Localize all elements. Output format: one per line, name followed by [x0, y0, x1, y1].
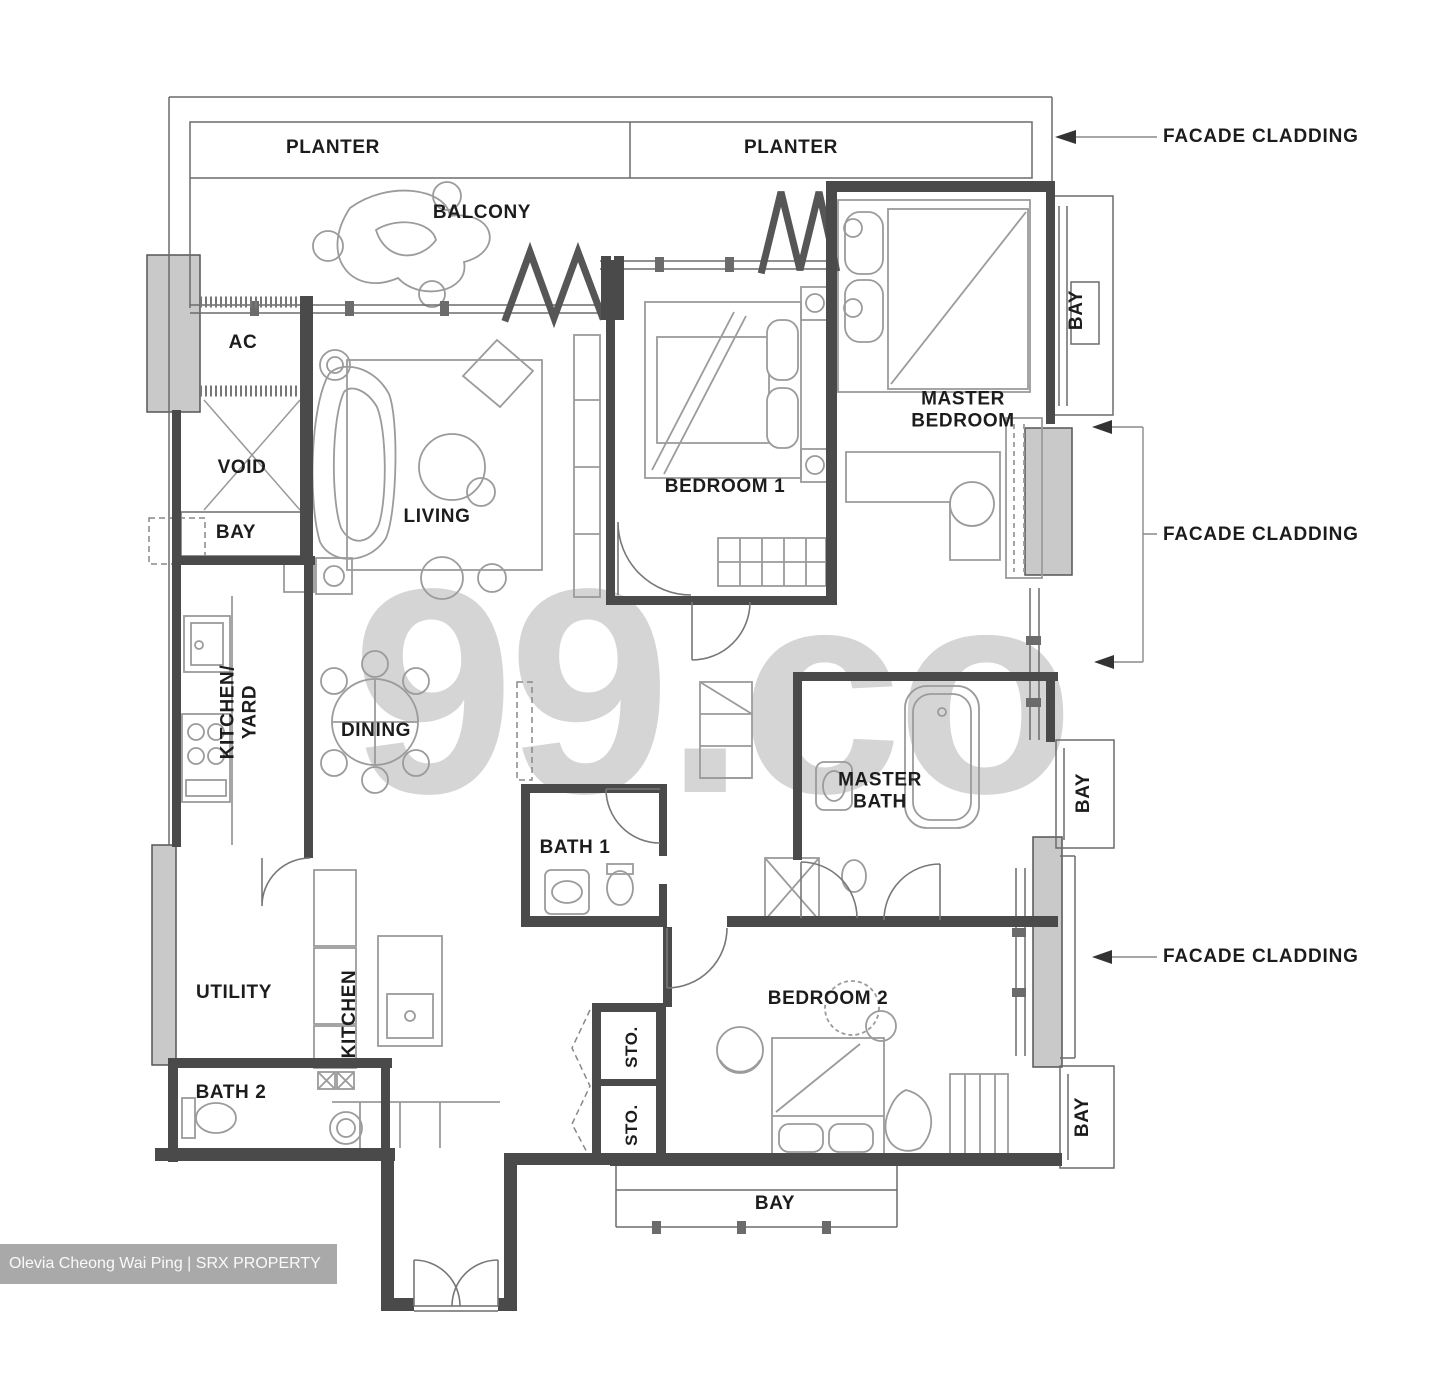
room-label-master-bedroom: MASTER BEDROOM: [911, 388, 1015, 432]
room-label-bay-bottom: BAY: [754, 1192, 796, 1214]
room-label-bay-top-right: BAY: [1065, 289, 1087, 331]
arrowheads: [1055, 130, 1114, 964]
room-label-bay-mid-right: BAY: [1072, 772, 1094, 814]
annotation-facade-cladding-bottom: FACADE CLADDING: [1163, 945, 1359, 967]
room-label-bath-1: BATH 1: [539, 836, 611, 858]
room-label-ac: AC: [228, 331, 258, 353]
room-label-bedroom-2: BEDROOM 2: [767, 987, 889, 1009]
room-label-dining: DINING: [340, 719, 412, 741]
room-label-planter-right: PLANTER: [744, 136, 838, 158]
annotation-facade-cladding-middle: FACADE CLADDING: [1163, 523, 1359, 545]
attribution-bar: Olevia Cheong Wai Ping | SRX PROPERTY: [0, 1244, 337, 1284]
room-label-kitchen-yard: KITCHEN/ YARD: [217, 664, 261, 760]
room-label-bath-2: BATH 2: [195, 1081, 267, 1103]
room-label-bay-bottom-right: BAY: [1071, 1096, 1093, 1138]
room-label-kitchen: KITCHEN: [338, 969, 360, 1059]
callout-arrows: [1076, 136, 1157, 958]
folding-door-zigzags: [501, 191, 841, 329]
annotation-facade-cladding-top: FACADE CLADDING: [1163, 125, 1359, 147]
room-label-balcony: BALCONY: [432, 201, 532, 223]
room-label-sto-upper: STO.: [621, 1026, 641, 1068]
wall-layer: [155, 181, 1062, 1311]
room-label-master-bath: MASTER BATH: [838, 769, 922, 813]
room-label-living: LIVING: [403, 505, 471, 527]
room-label-void: VOID: [217, 456, 267, 478]
room-label-planter-left: PLANTER: [286, 136, 380, 158]
cladding-fills: [146, 254, 1073, 1068]
door-layer: [261, 521, 941, 1307]
room-label-bay-left: BAY: [215, 521, 257, 543]
window-ticks: [250, 257, 1041, 1234]
room-label-sto-lower: STO.: [621, 1104, 641, 1146]
room-label-bedroom-1: BEDROOM 1: [664, 475, 786, 497]
room-label-utility: UTILITY: [196, 981, 272, 1003]
